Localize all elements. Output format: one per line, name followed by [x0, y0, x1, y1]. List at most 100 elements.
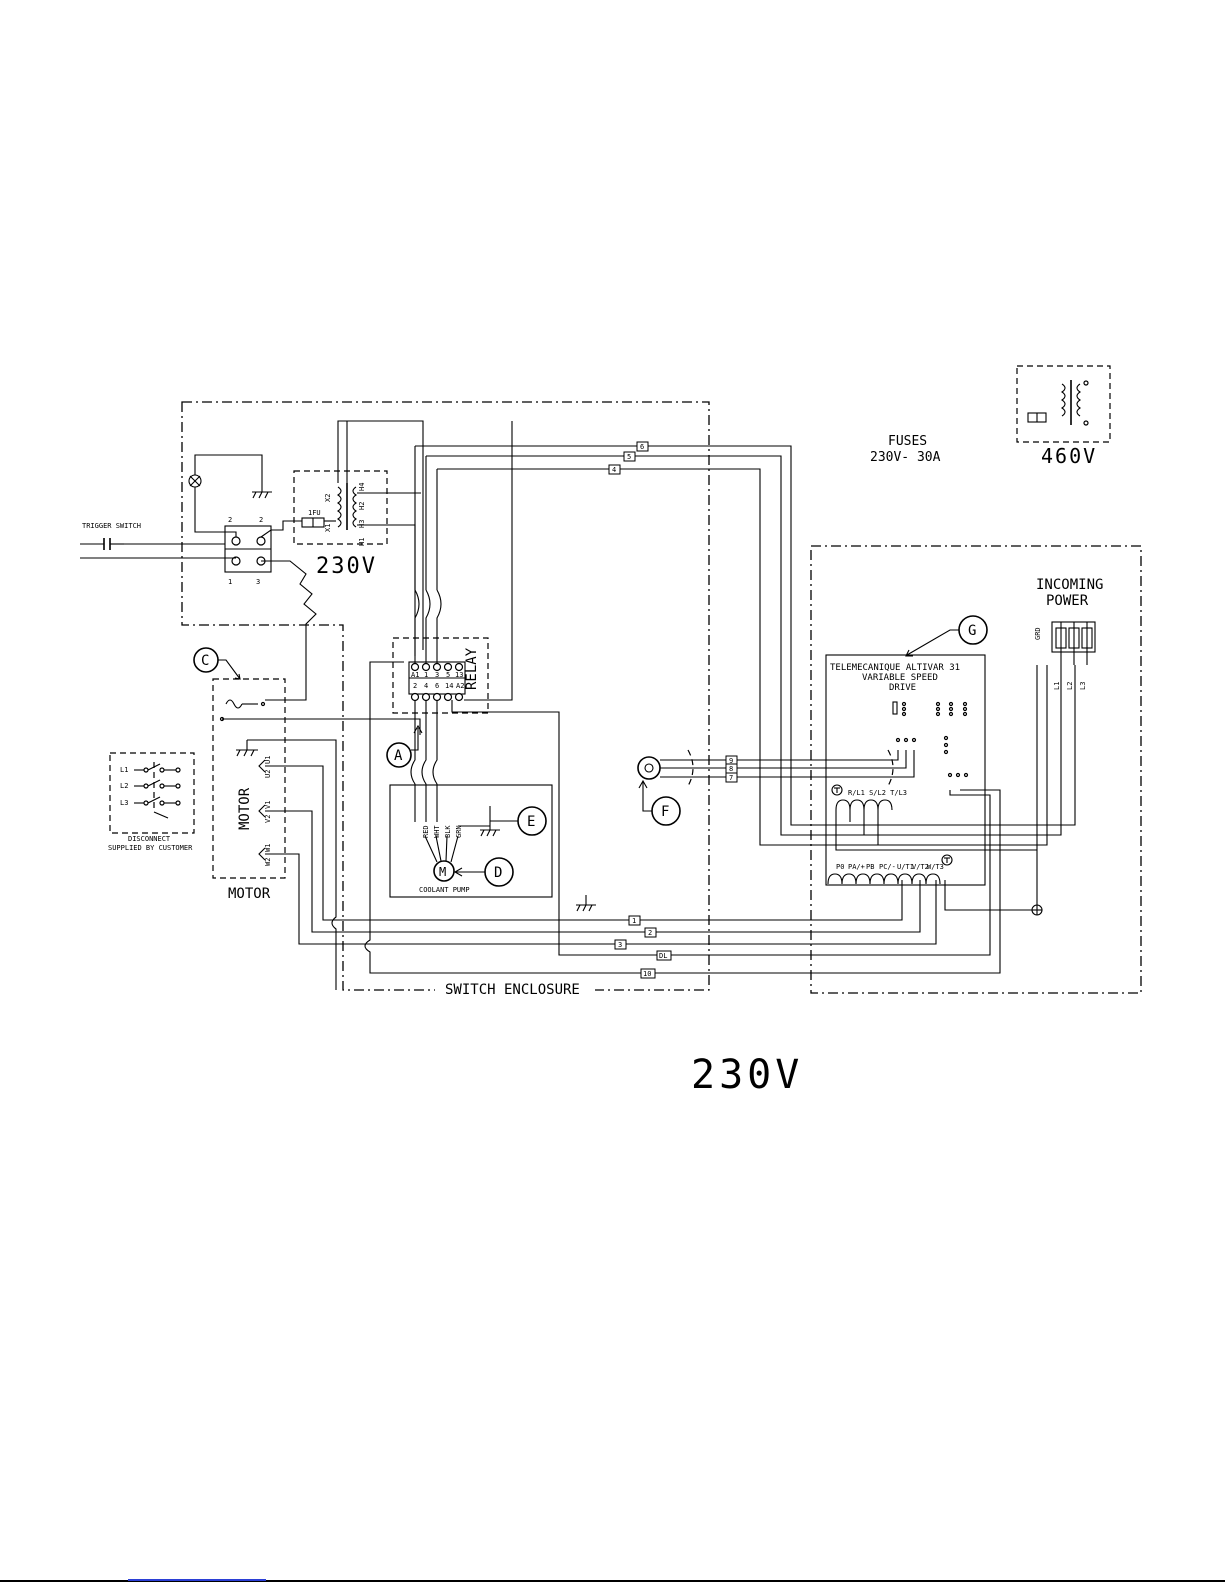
callouts: A C D E F G [193, 615, 988, 887]
switch-enclosure-label: SWITCH ENCLOSURE [445, 982, 580, 998]
motor-label-bottom: MOTOR [228, 886, 271, 902]
switch-enclosure: SWITCH ENCLOSURE [181, 401, 710, 998]
relay-term-2: 2 [413, 682, 417, 690]
pump-motor-symbol: M [439, 865, 446, 879]
h4-label: H4 [358, 483, 366, 491]
disconnect-l2: L2 [120, 782, 128, 790]
relay-term-a2: A2 [456, 682, 464, 690]
variable-speed-drive: TELEMECANIQUE ALTIVAR 31 VARIABLE SPEED … [825, 654, 986, 886]
footer-rule [0, 1580, 1225, 1582]
callout-g-label: G [968, 623, 976, 639]
relay-term-a1: A1 [411, 671, 419, 679]
fuses-rating: 230V- 30A [870, 450, 941, 465]
disconnect-l1: L1 [120, 766, 128, 774]
relay-terminals-top: A1 1 3 5 13 [410, 662, 463, 679]
callout-f: F [638, 779, 681, 826]
wire-tag-2: 2 [648, 929, 652, 937]
drive-term-pb: PB [866, 863, 874, 871]
relay-term-4: 4 [424, 682, 428, 690]
relay-term-6: 6 [435, 682, 439, 690]
motor: MOTOR MOTOR U1 U2 V1 V2 W1 W2 [212, 678, 286, 902]
wire-tag-4: 4 [612, 466, 616, 474]
wire-tag-dl: DL [659, 952, 667, 960]
relay-term-14: 14 [445, 682, 453, 690]
fuses-note: FUSES 230V- 30A [870, 434, 941, 465]
callout-e: E [490, 806, 547, 836]
motor-w2: W2 [264, 858, 272, 866]
incoming-l3: L3 [1079, 682, 1087, 690]
coolant-pump-label: COOLANT PUMP [419, 886, 470, 894]
callout-g: G [905, 615, 988, 657]
trigger-switch: TRIGGER SWITCH 2 2 1 3 [80, 474, 272, 586]
fuse-1fu-label: 1FU [308, 509, 321, 517]
drive-term-w: W/T3 [927, 863, 944, 871]
transformer-460v-inset: 460V [1016, 365, 1111, 468]
relay-label: RELAY [464, 647, 480, 690]
drive-term-p0: P0 [836, 863, 844, 871]
callout-d: D [453, 857, 514, 887]
relay-term-1: 1 [424, 671, 428, 679]
wiring [80, 420, 1076, 990]
wire-tag-3: 3 [618, 941, 622, 949]
callout-a-label: A [394, 748, 403, 764]
h1-label: H1 [358, 538, 366, 546]
wire-tag-9: 9 [729, 757, 733, 765]
callout-e-label: E [527, 814, 535, 830]
callout-c: C [193, 647, 241, 680]
relay-term-13: 13 [455, 671, 463, 679]
callout-f-label: F [661, 804, 669, 820]
drive-term-pc: PC/- [879, 863, 896, 871]
wire-tag-5: 5 [627, 453, 631, 461]
drive-top-terminal-labels: R/L1 S/L2 T/L3 [848, 789, 907, 797]
callout-c-label: C [201, 653, 209, 669]
disconnect-supplied-label: SUPPLIED BY CUSTOMER [108, 844, 193, 852]
wire-tag-8: 8 [729, 765, 733, 773]
pump-wire-wht: WHT [433, 825, 441, 838]
motor-v2: V2 [264, 815, 272, 823]
drive-title-line3: DRIVE [889, 683, 916, 693]
drive-enclosure [810, 545, 1142, 994]
grd-label: GRD [1034, 627, 1042, 640]
coolant-pump: M RED WHT BLK GRN COOLANT PUMP [389, 784, 553, 898]
drive-title-line2: VARIABLE SPEED [862, 673, 938, 683]
motor-label-side: MOTOR [237, 787, 253, 830]
relay-term-3: 3 [435, 671, 439, 679]
incoming-power-label-2: POWER [1046, 593, 1089, 609]
callout-d-label: D [494, 865, 502, 881]
trigger-switch-label: TRIGGER SWITCH [82, 522, 141, 530]
x2-label: X2 [324, 494, 332, 502]
transformer-460v-label: 460V [1041, 444, 1097, 468]
switch-term-2b: 2 [259, 516, 263, 524]
incoming-power: INCOMING POWER GRD L1 L2 L3 [1034, 577, 1103, 690]
pump-wire-red: RED [422, 825, 430, 838]
bottom-voltage-label: 230V [691, 1052, 803, 1098]
wire-tag-6: 6 [640, 443, 644, 451]
disconnect: L1 L2 L3 DISCONNECT SUPPLIED BY CUSTOMER [108, 752, 195, 852]
switch-term-3: 3 [256, 578, 260, 586]
wire-tag-1: 1 [632, 917, 636, 925]
disconnect-label: DISCONNECT [128, 835, 171, 843]
pump-wire-blk: BLK [444, 825, 452, 838]
callout-a: A [386, 724, 423, 768]
motor-v1: V1 [264, 801, 272, 809]
h2-label: H2 [358, 502, 366, 510]
footer-link-underline [128, 1579, 266, 1581]
pump-wire-grn: GRN [455, 825, 463, 838]
wire-tag-7: 7 [729, 774, 733, 782]
drive-term-v: V/T2 [912, 863, 929, 871]
drive-term-pa: PA/+ [848, 863, 865, 871]
incoming-l1: L1 [1053, 682, 1061, 690]
wire-tag-10: 10 [643, 970, 651, 978]
transformer-230v-label: 230V [316, 554, 377, 579]
fuses-title: FUSES [888, 434, 927, 449]
switch-term-2a: 2 [228, 516, 232, 524]
disconnect-l3: L3 [120, 799, 128, 807]
wire-tags: 6 5 4 9 8 7 1 2 3 DL 10 [608, 441, 738, 979]
h3-label: H3 [358, 520, 366, 528]
motor-u1: U1 [264, 756, 272, 764]
incoming-power-label-1: INCOMING [1036, 577, 1103, 593]
motor-w1: W1 [264, 844, 272, 852]
relay-term-5: 5 [446, 671, 450, 679]
